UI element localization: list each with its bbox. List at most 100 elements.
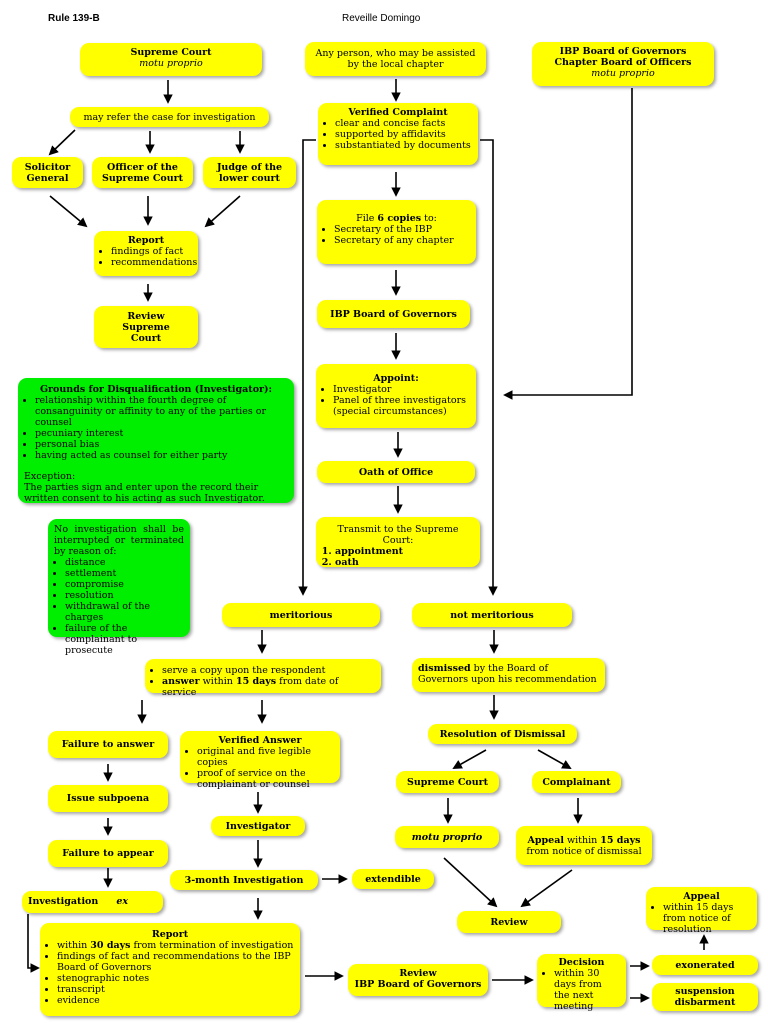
- not-meritorious-box: not meritorious: [412, 603, 572, 627]
- dismissed-rest: by the Board of Governors upon his recom…: [418, 663, 597, 685]
- meritorious-text: meritorious: [269, 609, 333, 621]
- list-item: substantiated by documents: [335, 140, 472, 151]
- list-item: withdrawal of the charges: [65, 601, 184, 623]
- suspension-line2: disbarment: [674, 997, 736, 1008]
- report-bottom-title: Report: [151, 929, 189, 940]
- list-item: findings of fact and recommendations to …: [57, 951, 294, 973]
- review-ibp-line2: IBP Board of Governors: [354, 979, 482, 990]
- supreme-court-top-title: Supreme Court: [130, 47, 212, 58]
- list-item: Investigator: [333, 384, 470, 395]
- grounds-exception-text: The parties sign and enter upon the reco…: [24, 482, 265, 504]
- ibp-board-chapter-sub: motu proprio: [591, 68, 655, 79]
- appeal-dismissal-days: 15 days: [600, 834, 641, 846]
- list-item: relationship within the fourth degree of…: [35, 395, 288, 428]
- solicitor-general-text: Solicitor General: [24, 161, 71, 184]
- file-copies-heading: File 6 copies to:: [323, 213, 470, 224]
- report-bottom-item1-bold: 30 days: [90, 940, 131, 951]
- any-person-box: Any person, who may be assisted by the l…: [305, 42, 486, 76]
- list-item: resolution: [65, 590, 184, 601]
- grounds-disqualification-box: Grounds for Disqualification (Investigat…: [18, 378, 294, 504]
- file-copies-bold: 6 copies: [377, 213, 422, 224]
- report-left-box: Report findings of fact recommendations: [94, 231, 198, 276]
- issue-subpoena-box: Issue subpoena: [48, 785, 168, 812]
- file-copies-box: File 6 copies to: Secretary of the IBP S…: [317, 200, 476, 264]
- arrow-chapter-to-appoint: [503, 88, 633, 400]
- list-item: proof of service on the complainant or c…: [197, 768, 334, 790]
- verified-answer-box: Verified Answer original and five legibl…: [180, 731, 340, 790]
- review-ibp-box: Review IBP Board of Governors: [348, 964, 488, 996]
- appeal-dismissal-b: from notice of dismissal: [526, 845, 642, 857]
- transmit-box: Transmit to the Supreme Court: appointme…: [316, 517, 480, 568]
- grounds-exception-label: Exception:: [24, 471, 76, 482]
- arrow-judge-to-report: [204, 195, 241, 228]
- review-right-text: Review: [490, 916, 528, 928]
- report-bottom-list: within 30 days from termination of inves…: [46, 940, 294, 1006]
- decision-list: within 30 days from the next meeting: [543, 968, 620, 1012]
- list-item: supported by affidavits: [335, 129, 472, 140]
- ibp-board-chapter-line2: Chapter Board of Officers: [554, 57, 692, 68]
- report-bottom-item1-a: within: [57, 940, 91, 951]
- report-bottom-item1-b: from termination of investigation: [130, 940, 294, 951]
- arrow-complaint-to-meritorious: [298, 139, 316, 596]
- extendible-box: extendible: [352, 869, 434, 889]
- arrow-exparte-to-report: [27, 914, 40, 973]
- transmit-title: Transmit to the Supreme Court:: [337, 524, 459, 546]
- not-meritorious-text: not meritorious: [450, 609, 534, 621]
- no-investigation-box: No investigation shall be interrupted or…: [48, 519, 190, 656]
- decision-box: Decision within 30 days from the next me…: [537, 954, 626, 1012]
- issue-subpoena-text: Issue subpoena: [66, 793, 150, 804]
- officer-sc-box: Officer of the Supreme Court: [92, 157, 193, 188]
- may-refer-box: may refer the case for investigation: [70, 107, 269, 127]
- list-item: Panel of three investigators (special ci…: [333, 395, 470, 417]
- three-month-text: 3-month Investigation: [184, 874, 304, 886]
- list-item: within 30 days from the next meeting: [554, 968, 620, 1012]
- list-item: within 15 days from notice of resolution: [663, 902, 751, 935]
- any-person-text: Any person, who may be assisted by the l…: [315, 48, 476, 70]
- extendible-text: extendible: [365, 873, 421, 885]
- suspension-box: suspension disbarment: [652, 983, 758, 1011]
- ibp-board-gov-box: IBP Board of Governors: [317, 300, 470, 328]
- arrow-solgen-to-report: [49, 195, 88, 228]
- appoint-title: Appoint:: [373, 373, 419, 384]
- verified-answer-list: original and five legible copies proof o…: [186, 746, 334, 790]
- file-copies-pre: File: [356, 213, 378, 224]
- grounds-list: relationship within the fourth degree of…: [24, 395, 288, 461]
- list-item: original and five legible copies: [197, 746, 334, 768]
- no-investigation-intro: No investigation shall be interrupted or…: [54, 524, 184, 557]
- motu-proprio-text: motu proprio: [411, 831, 483, 843]
- investigator-text: Investigator: [225, 820, 291, 832]
- list-item: compromise: [65, 579, 184, 590]
- file-copies-list: Secretary of the IBP Secretary of any ch…: [323, 224, 470, 246]
- appeal-dismissal-a: within: [563, 834, 601, 846]
- failure-appear-box: Failure to appear: [48, 840, 168, 867]
- appeal-dismissal-bold: Appeal: [527, 834, 564, 846]
- sc-right-box: Supreme Court: [396, 771, 499, 793]
- serve-copy-list: serve a copy upon the respondent answer …: [151, 665, 375, 698]
- list-item: findings of fact: [111, 246, 192, 257]
- serve-copy-box: serve a copy upon the respondent answer …: [145, 659, 381, 698]
- verified-complaint-title: Verified Complaint: [348, 107, 448, 118]
- judge-lower-text: Judge of the lower court: [216, 161, 283, 184]
- ibp-board-chapter-line1: IBP Board of Governors: [559, 46, 687, 57]
- transmit-list: appointment oath: [322, 546, 474, 568]
- list-item: recommendations: [111, 257, 197, 268]
- motu-proprio-box: motu proprio: [395, 826, 499, 848]
- complainant-text: Complainant: [542, 776, 611, 788]
- verified-complaint-box: Verified Complaint clear and concise fac…: [318, 103, 478, 165]
- appeal-dismissal-text: Appeal within 15 days from notice of dis…: [522, 835, 646, 857]
- resolution-dismissal-text: Resolution of Dismissal: [439, 728, 566, 740]
- grounds-title: Grounds for Disqualification (Investigat…: [39, 384, 273, 395]
- investigator-box: Investigator: [211, 816, 305, 836]
- appeal-dismissal-box: Appeal within 15 days from notice of dis…: [516, 826, 652, 865]
- meritorious-box: meritorious: [222, 603, 380, 627]
- list-item: distance: [65, 557, 184, 568]
- review-sc-text: Review Supreme Court: [122, 310, 170, 344]
- list-item: stenographic notes: [57, 973, 294, 984]
- serve-answer-bold: answer: [162, 676, 200, 687]
- arrow-resolution-to-complainant: [537, 749, 572, 769]
- appoint-box: Appoint: Investigator Panel of three inv…: [316, 364, 476, 428]
- failure-answer-text: Failure to answer: [61, 739, 155, 750]
- appeal-resolution-box: Appeal within 15 days from notice of res…: [646, 887, 757, 935]
